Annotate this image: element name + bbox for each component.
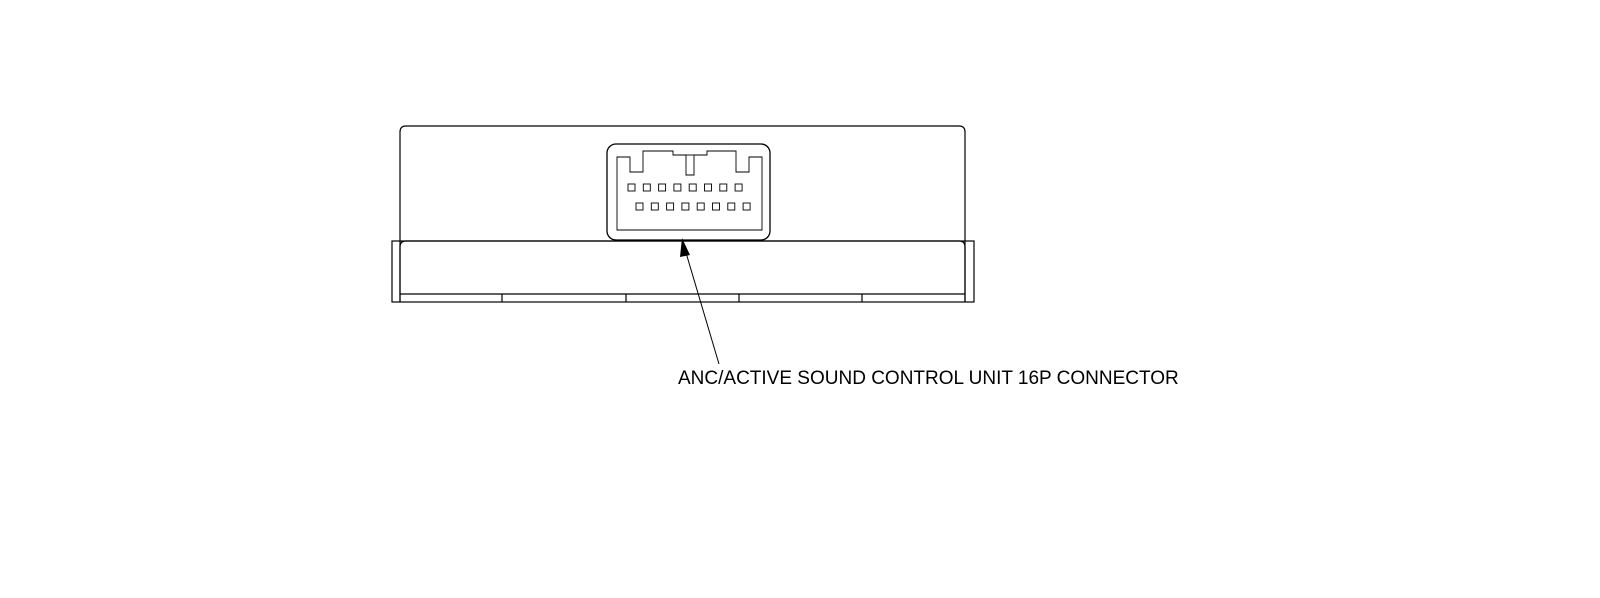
connector-pin-cavity: [742, 202, 751, 211]
callout-label: ANC/ACTIVE SOUND CONTROL UNIT 16P CONNEC…: [678, 368, 1179, 389]
connector-pin-cavity: [704, 183, 712, 192]
connector-16p: [606, 143, 771, 241]
connector-pin-cavity: [727, 202, 736, 211]
connector-pins: [627, 183, 751, 211]
connector-pin-cavity: [650, 202, 659, 211]
connector-face: [616, 150, 763, 231]
connector-shell: [606, 143, 771, 241]
callout-leader-line: [683, 245, 720, 365]
connector-pin-cavity: [688, 183, 697, 192]
connector-pin-cavity: [673, 183, 682, 192]
callout: ANC/ACTIVE SOUND CONTROL UNIT 16P CONNEC…: [678, 238, 1179, 389]
connector-pin-cavity: [696, 202, 705, 211]
callout-arrowhead: [680, 238, 690, 257]
connector-pin-cavity: [642, 183, 651, 192]
control-unit: [391, 125, 975, 303]
connector-pin-cavity: [635, 202, 644, 211]
unit-housing-top: [399, 125, 966, 302]
connector-pin-cavity: [666, 202, 675, 211]
connector-pin-cavity: [719, 183, 728, 192]
connector-pin-cavity: [734, 183, 743, 192]
connector-pin-cavity: [712, 202, 720, 211]
connector-pin-cavity: [681, 202, 690, 211]
connector-pin-cavity: [627, 183, 636, 192]
connector-pin-cavity: [658, 183, 667, 192]
